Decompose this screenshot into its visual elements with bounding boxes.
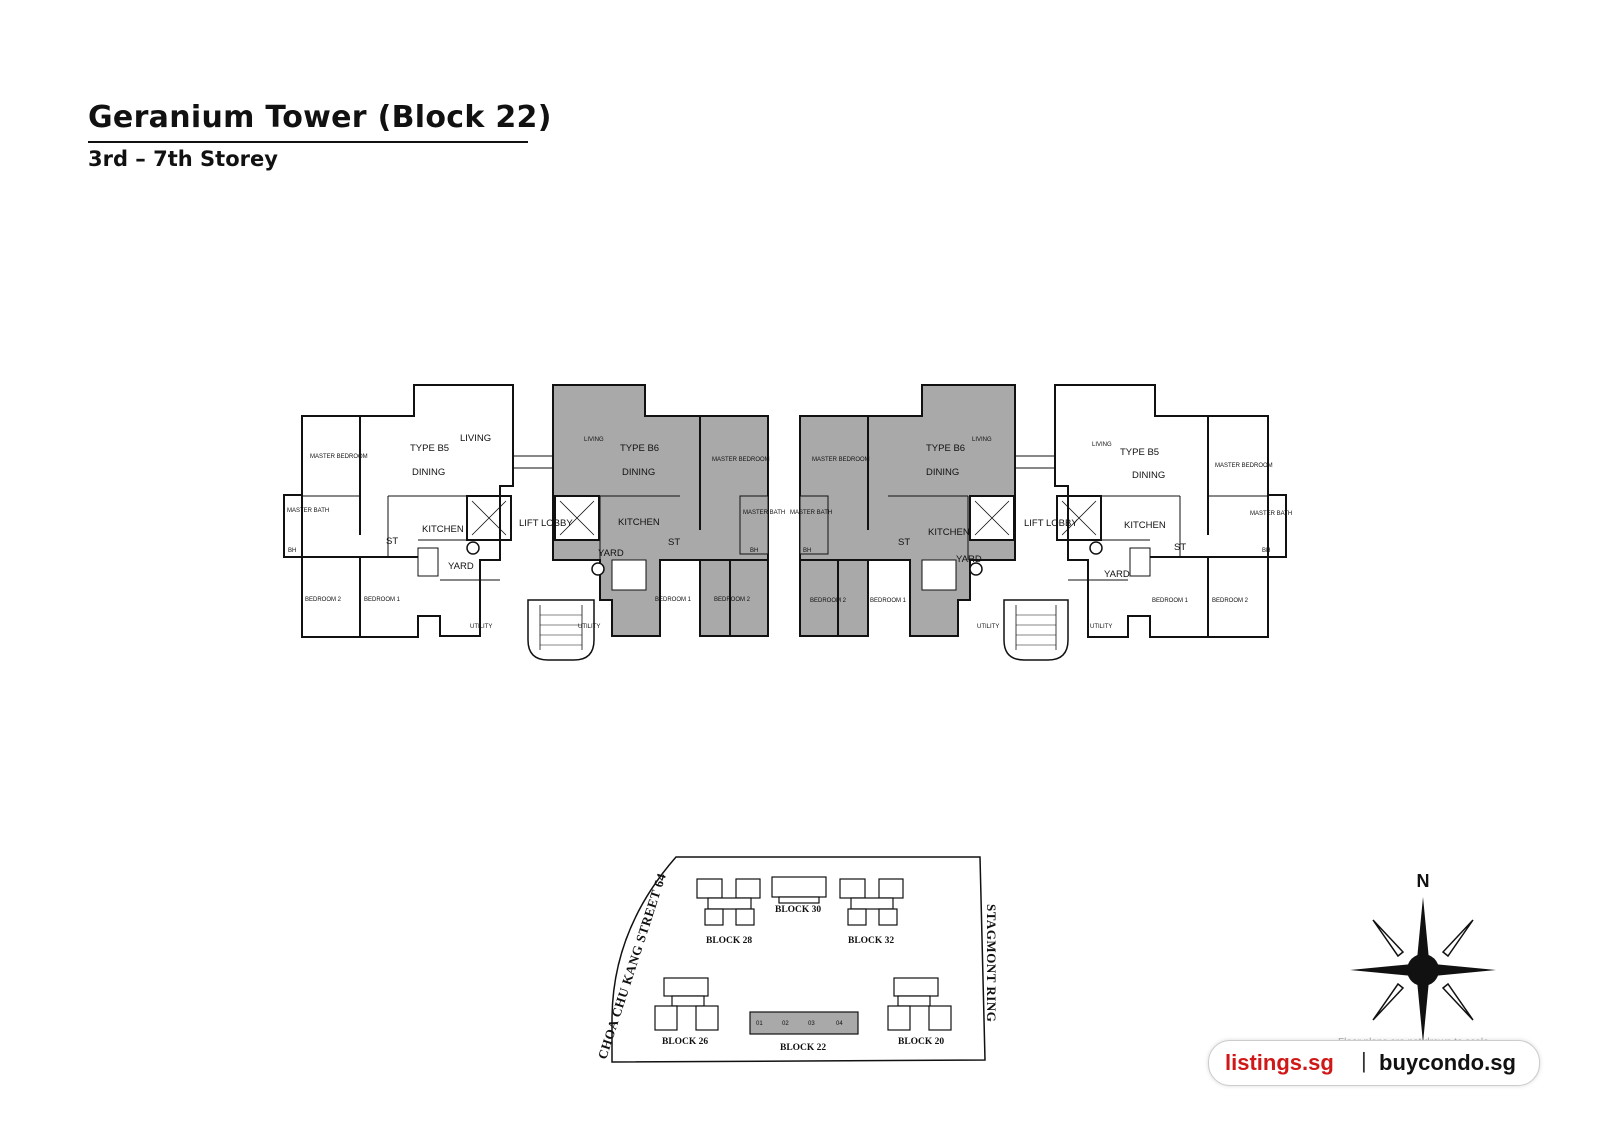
staircase-left [527, 599, 595, 661]
block-30-footprint [771, 876, 827, 904]
unit-cl-master-bedroom: MASTER BEDROOM [712, 457, 770, 463]
block-28-footprint [696, 878, 761, 926]
unit-cl-living: LIVING [584, 437, 604, 443]
unit-left-kitchen: KITCHEN [422, 524, 464, 535]
unit-center-left-outline [552, 384, 769, 637]
unit-cr-master-bedroom: MASTER BEDROOM [812, 457, 870, 463]
unit-cl-store: ST [668, 537, 680, 548]
unit-cl-master-bath: MASTER BATH [743, 510, 785, 516]
unit-right-master-bath: MASTER BATH [1250, 511, 1292, 517]
unit-right-bath: BH [1262, 548, 1270, 554]
unit-center-right-labels: TYPE B6 MASTER BEDROOM LIVING DINING MAS… [790, 437, 1078, 630]
unit-cr-bedroom-2: BEDROOM 2 [810, 598, 847, 604]
compass-north-label: N [1417, 871, 1430, 891]
unit-right-yard: YARD [1104, 569, 1130, 580]
block-26-label: BLOCK 26 [662, 1037, 708, 1047]
block-32-footprint [839, 878, 904, 926]
block22-unit-01: 01 [756, 1021, 763, 1027]
lift-lobby-right: LIFT LOBBY [1024, 518, 1078, 529]
block-32-label: BLOCK 32 [848, 936, 894, 946]
unit-cr-master-bath: MASTER BATH [790, 510, 832, 516]
unit-cr-utility: UTILITY [977, 624, 999, 630]
unit-right-bedroom-1: BEDROOM 1 [1152, 598, 1189, 604]
road-east-label: STAGMONT RING [984, 904, 999, 1022]
unit-left-bedroom-2: BEDROOM 2 [305, 597, 342, 603]
unit-left-dining: DINING [412, 467, 445, 478]
unit-left-master-bedroom: MASTER BEDROOM [310, 454, 368, 460]
unit-cl-kitchen: KITCHEN [618, 517, 660, 528]
block22-unit-04: 04 [836, 1021, 843, 1027]
unit-cr-store: ST [898, 537, 910, 548]
block-22-units: 01 02 03 04 [756, 1021, 843, 1027]
lift-right [1056, 495, 1102, 541]
block-28-label: BLOCK 28 [706, 936, 752, 946]
block-30-label: BLOCK 30 [775, 905, 821, 915]
unit-left-type: TYPE B5 [410, 443, 449, 454]
unit-right-outline [1054, 384, 1287, 638]
unit-right-master-bedroom: MASTER BEDROOM [1215, 463, 1273, 469]
unit-right-living: LIVING [1092, 442, 1112, 448]
brand-badge[interactable]: listings.sg | buycondo.sg [1208, 1040, 1540, 1086]
compass-icon: N [1350, 871, 1496, 1043]
unit-cr-kitchen: KITCHEN [928, 527, 970, 538]
page-subtitle: 3rd – 7th Storey [88, 147, 278, 171]
unit-left-bedroom-1: BEDROOM 1 [364, 597, 401, 603]
unit-center-left-labels: TYPE B6 LIVING DINING MASTER BEDROOM MAS… [578, 437, 785, 630]
unit-cr-living: LIVING [972, 437, 992, 443]
unit-cr-type: TYPE B6 [926, 443, 965, 454]
block-26-footprint [654, 977, 719, 1031]
lift-left-cross [471, 500, 507, 536]
block22-unit-02: 02 [782, 1021, 789, 1027]
unit-right-store: ST [1174, 542, 1186, 553]
road-west-label: CHOA CHU KANG STREET 64 [595, 871, 669, 1061]
unit-cl-bedroom-1: BEDROOM 1 [655, 597, 692, 603]
lift-left [466, 495, 512, 541]
unit-center-right-outline [799, 384, 1016, 637]
unit-right-dining: DINING [1132, 470, 1165, 481]
block-20-footprint [887, 977, 952, 1031]
unit-cl-type: TYPE B6 [620, 443, 659, 454]
unit-cl-bath: BH [750, 548, 758, 554]
unit-left-living: LIVING [460, 433, 491, 444]
unit-left-utility: UTILITY [470, 624, 492, 630]
unit-right-labels: TYPE B5 LIVING DINING MASTER BEDROOM MAS… [1090, 442, 1292, 630]
unit-right-utility: UTILITY [1090, 624, 1112, 630]
brand-buycondo-link[interactable]: buycondo.sg [1379, 1050, 1516, 1075]
unit-left-store: ST [386, 536, 398, 547]
unit-cr-bath: BH [803, 548, 811, 554]
block-22-label: BLOCK 22 [780, 1043, 826, 1053]
unit-left-yard: YARD [448, 561, 474, 572]
floor-plan [283, 384, 1287, 661]
unit-left-bath: BH [288, 548, 296, 554]
title-underline [88, 141, 528, 143]
unit-cl-dining: DINING [622, 467, 655, 478]
staircase-right [1003, 599, 1069, 661]
unit-cr-bedroom-1: BEDROOM 1 [870, 598, 907, 604]
block-20-label: BLOCK 20 [898, 1037, 944, 1047]
lift-lobby-left: LIFT LOBBY [519, 518, 573, 529]
unit-left-labels: TYPE B5 LIVING DINING MASTER BEDROOM MAS… [287, 433, 573, 630]
unit-cr-dining: DINING [926, 467, 959, 478]
brand-separator: | [1361, 1048, 1367, 1073]
page-title: Geranium Tower (Block 22) [88, 100, 552, 135]
unit-cl-yard: YARD [598, 548, 624, 559]
unit-cl-utility: UTILITY [578, 624, 600, 630]
site-plan: CHOA CHU KANG STREET 64 STAGMONT RING [595, 856, 999, 1063]
unit-left-outline [283, 384, 514, 638]
unit-cr-yard: YARD [956, 554, 982, 565]
site-boundary [611, 856, 986, 1063]
unit-cl-bedroom-2: BEDROOM 2 [714, 597, 751, 603]
unit-right-bedroom-2: BEDROOM 2 [1212, 598, 1249, 604]
brand-listings-link[interactable]: listings.sg [1225, 1050, 1334, 1075]
block-22-footprint [749, 1011, 859, 1035]
unit-right-type: TYPE B5 [1120, 447, 1159, 458]
unit-right-kitchen: KITCHEN [1124, 520, 1166, 531]
block22-unit-03: 03 [808, 1021, 815, 1027]
unit-left-master-bath: MASTER BATH [287, 508, 329, 514]
